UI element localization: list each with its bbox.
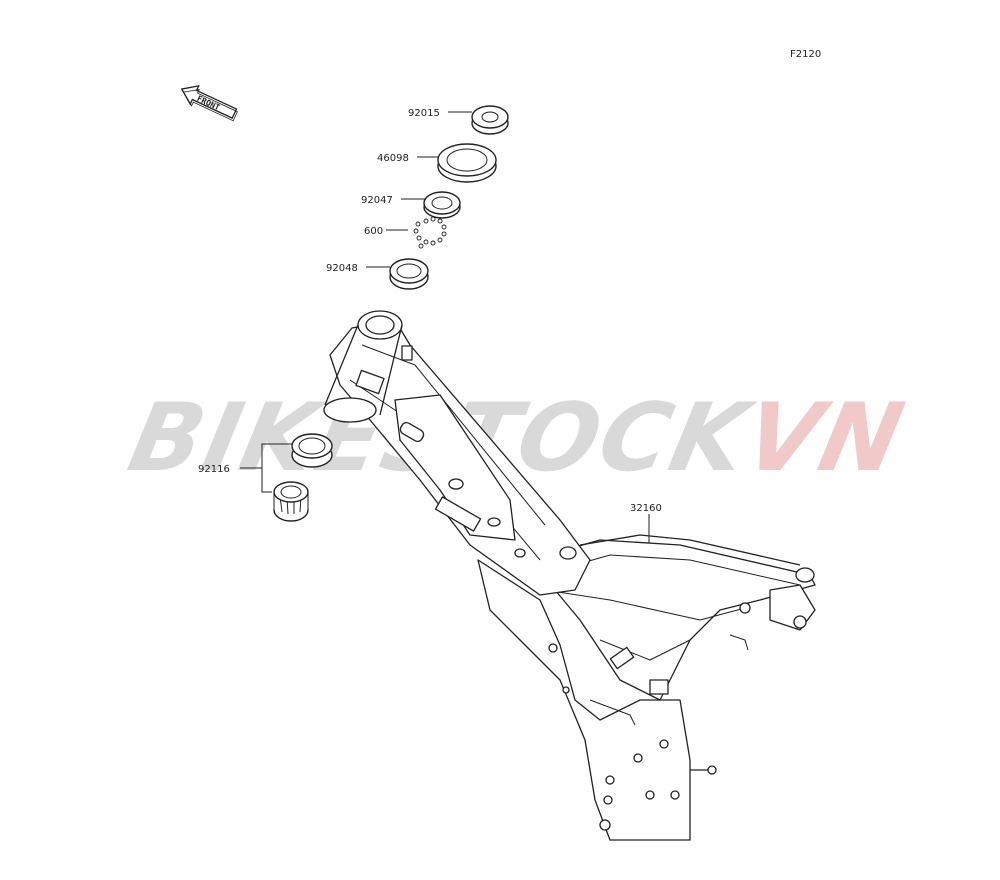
callout-labels: 92015 46098 92047 600 92048 92116 32160: [198, 108, 662, 514]
race-92116-upper: [291, 433, 333, 468]
bearing-92116-lower: [273, 481, 309, 522]
steering-parts: [273, 105, 509, 522]
callout-32160: 32160: [630, 503, 662, 514]
callout-92047: 92047: [361, 195, 393, 206]
front-arrow-icon: FRONT: [180, 85, 238, 122]
callout-92015: 92015: [408, 108, 440, 119]
race-92047: [423, 191, 461, 219]
callout-46098: 46098: [377, 153, 409, 164]
callout-92116: 92116: [198, 464, 230, 475]
watermark-part2: VN: [735, 384, 914, 493]
cap-46098: [437, 143, 497, 183]
frame-32160: [323, 310, 816, 841]
ball-bearings-600: [413, 216, 447, 249]
callout-92048: 92048: [326, 263, 358, 274]
diagram-code: F2120: [790, 49, 821, 60]
nut-92015: [471, 105, 509, 135]
race-92048: [389, 258, 429, 290]
callout-600: 600: [364, 226, 383, 237]
